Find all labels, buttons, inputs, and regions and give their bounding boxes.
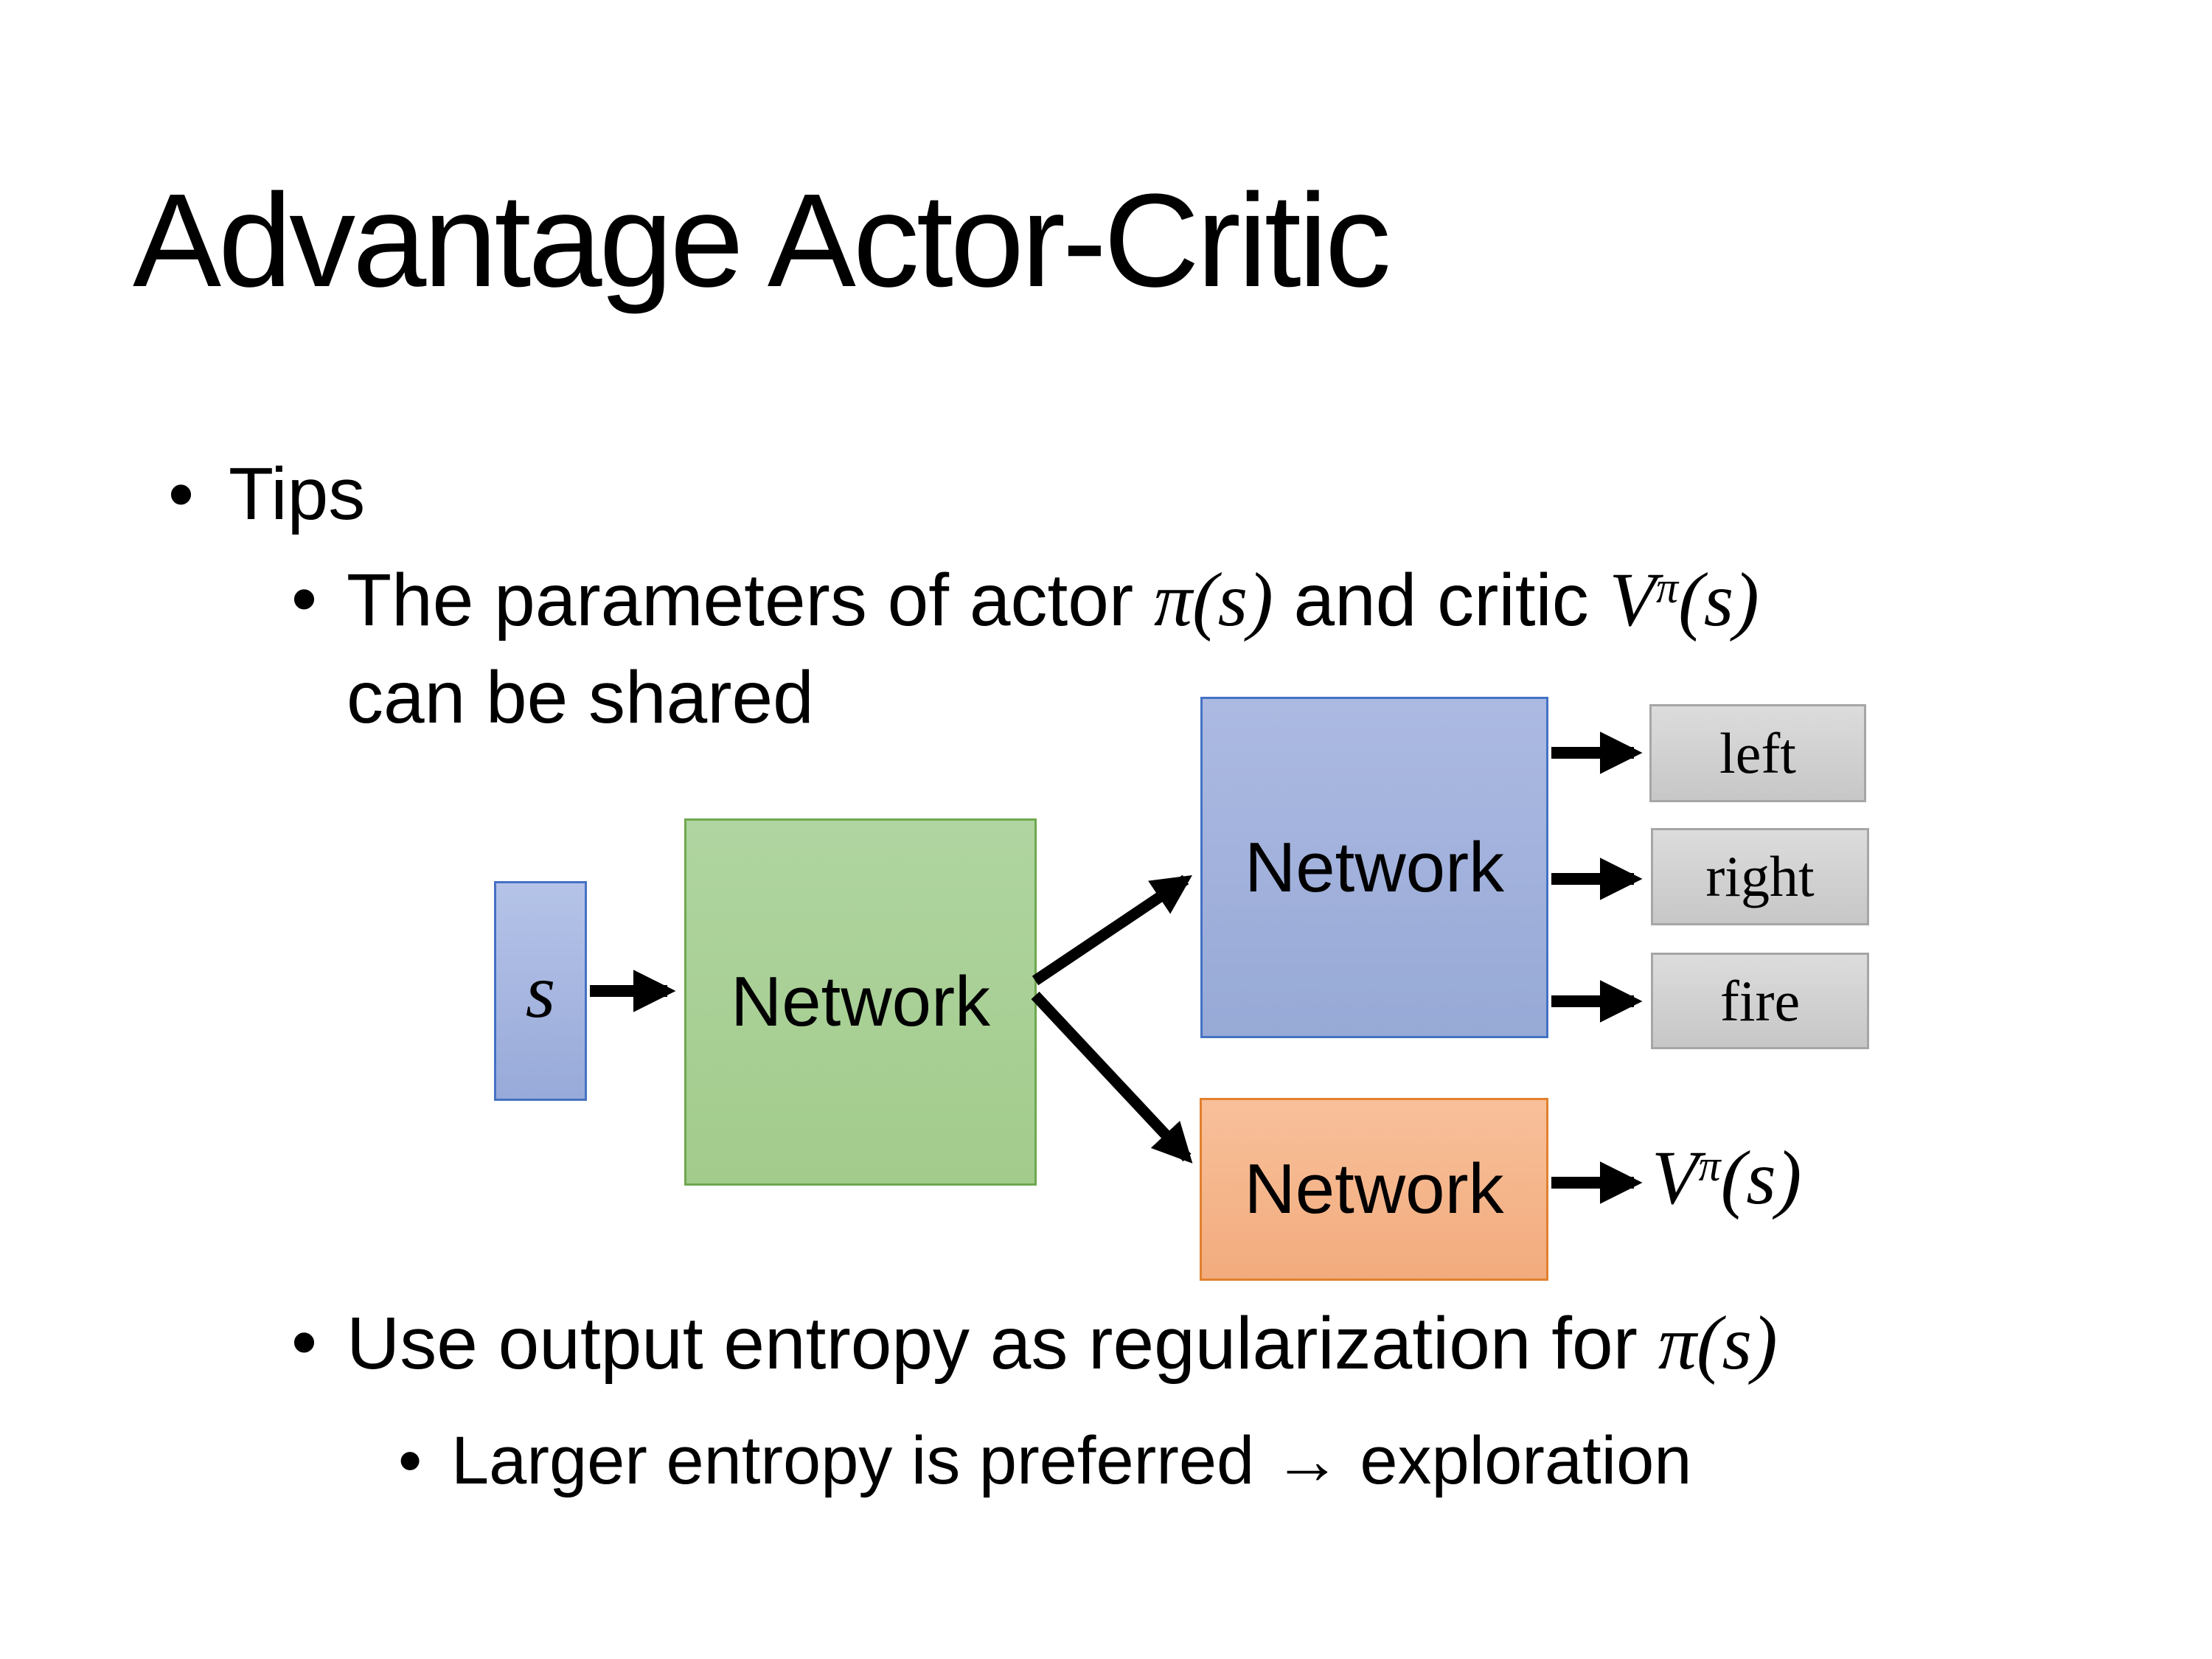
actor-math: π(s) bbox=[1153, 557, 1273, 642]
bullet-line-parameters-cont: can be shared bbox=[347, 653, 814, 742]
bullet-dot: • bbox=[398, 1423, 422, 1498]
entropy-prefix: Use output entropy as regularization for bbox=[347, 1302, 1658, 1385]
actor-network-label: Network bbox=[1244, 827, 1505, 907]
slide-title: Advantage Actor-Critic bbox=[133, 167, 1391, 315]
action-label-fire: fire bbox=[1719, 968, 1801, 1033]
critic-math-args: (s) bbox=[1678, 557, 1759, 642]
bullet-dot: • bbox=[168, 453, 195, 535]
shared-network-label: Network bbox=[730, 962, 991, 1041]
exploration-text: Larger entropy is preferred → exploratio… bbox=[451, 1423, 1692, 1498]
arrow-shared-to-actor bbox=[1032, 874, 1192, 986]
action-box-right: right bbox=[1651, 828, 1869, 925]
action-box-left: left bbox=[1649, 704, 1866, 802]
bullet-line-parameters: • The parameters of actor π(s) and criti… bbox=[291, 554, 1759, 647]
actor-network-box: Network bbox=[1200, 697, 1548, 1038]
parameters-middle: and critic bbox=[1273, 559, 1610, 641]
parameters-text: The parameters of actor π(s) and critic … bbox=[347, 554, 1759, 647]
bullet-line-entropy: • Use output entropy as regularization f… bbox=[291, 1298, 1778, 1390]
tips-label: Tips bbox=[229, 453, 366, 535]
critic-math-sup: π bbox=[1656, 563, 1679, 612]
action-label-left: left bbox=[1719, 720, 1796, 785]
bullet-line-tips: • Tips bbox=[168, 450, 365, 538]
shared-network-box: Network bbox=[684, 818, 1037, 1186]
state-box: s bbox=[494, 881, 587, 1101]
action-label-right: right bbox=[1705, 844, 1815, 908]
entropy-math: π(s) bbox=[1658, 1301, 1778, 1385]
bullet-dot: • bbox=[291, 1301, 318, 1383]
critic-math-base: V bbox=[1609, 557, 1657, 642]
arrow-shared-to-critic bbox=[1031, 991, 1193, 1164]
value-output: Vπ(s) bbox=[1652, 1134, 1801, 1222]
entropy-text: Use output entropy as regularization for… bbox=[347, 1298, 1778, 1390]
value-sup: π bbox=[1698, 1141, 1721, 1190]
critic-network-label: Network bbox=[1244, 1150, 1504, 1228]
critic-network-box: Network bbox=[1200, 1098, 1548, 1281]
bullet-line-exploration: • Larger entropy is preferred → explorat… bbox=[398, 1420, 1691, 1501]
bullet-dot: • bbox=[291, 557, 318, 640]
value-base: V bbox=[1652, 1135, 1699, 1220]
value-args: (s) bbox=[1720, 1135, 1802, 1220]
parameters-continuation: can be shared bbox=[347, 656, 814, 739]
action-box-fire: fire bbox=[1651, 953, 1869, 1049]
state-label: s bbox=[525, 948, 556, 1034]
parameters-prefix: The parameters of actor bbox=[347, 559, 1154, 641]
